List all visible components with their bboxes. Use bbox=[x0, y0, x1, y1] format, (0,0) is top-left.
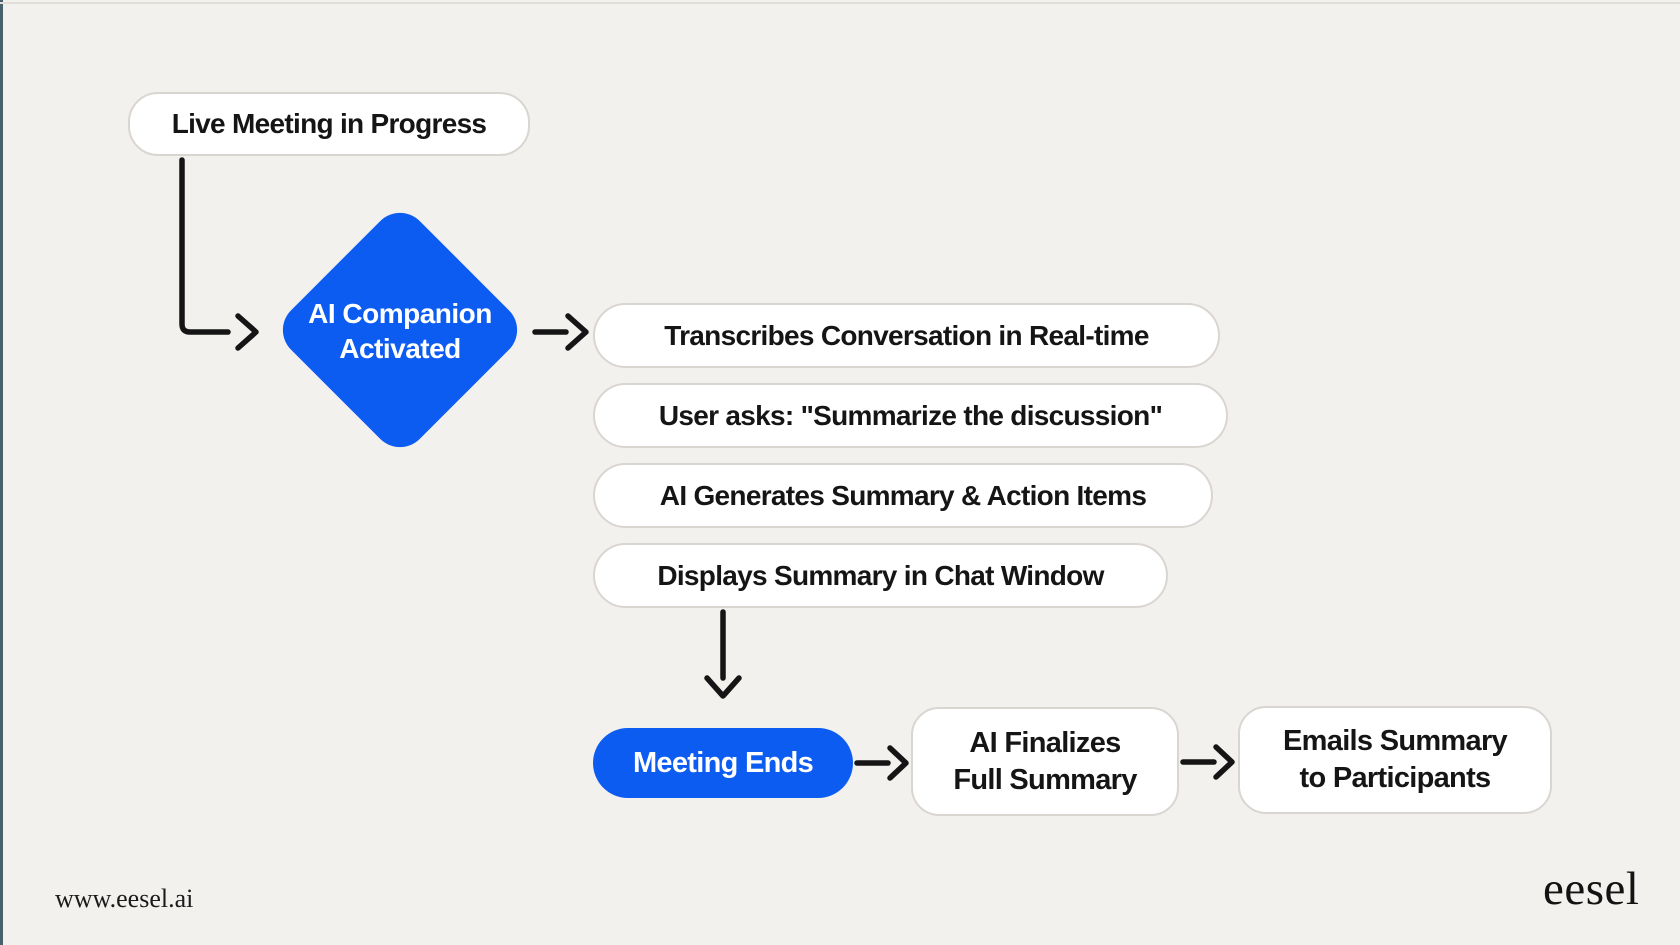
node-displays-summary: Displays Summary in Chat Window bbox=[593, 543, 1168, 608]
arrowhead-displays-to-meeting-ends bbox=[704, 675, 742, 699]
node-live-meeting: Live Meeting in Progress bbox=[128, 92, 530, 156]
arrowhead-finalizes-to-emails bbox=[1213, 744, 1235, 780]
decision-ai-companion-line2: Activated bbox=[339, 333, 461, 364]
decision-ai-companion-line1: AI Companion bbox=[308, 298, 492, 329]
node-emails-summary-line1: Emails Summary bbox=[1283, 725, 1508, 757]
arrow-live-to-companion bbox=[179, 157, 231, 335]
node-transcribes: Transcribes Conversation in Real-time bbox=[593, 303, 1220, 368]
node-ai-finalizes: AI Finalizes Full Summary bbox=[911, 707, 1179, 816]
left-edge-divider bbox=[0, 0, 3, 945]
node-live-meeting-label: Live Meeting in Progress bbox=[171, 108, 487, 139]
decision-ai-companion-label: AI Companion Activated bbox=[283, 296, 517, 366]
arrowhead-live-to-companion bbox=[235, 313, 259, 351]
node-emails-summary-line2: to Participants bbox=[1299, 762, 1492, 794]
brand-logo: eesel bbox=[1543, 863, 1640, 915]
node-emails-summary: Emails Summary to Participants bbox=[1238, 706, 1552, 814]
node-user-asks: User asks: "Summarize the discussion" bbox=[593, 383, 1228, 448]
node-ai-finalizes-line2: Full Summary bbox=[953, 763, 1137, 796]
node-ai-generates-label: AI Generates Summary & Action Items bbox=[659, 479, 1147, 511]
footer-website-url: www.eesel.ai bbox=[55, 884, 194, 913]
node-meeting-ends: Meeting Ends bbox=[593, 728, 853, 798]
node-ai-finalizes-line1: AI Finalizes bbox=[969, 726, 1121, 759]
arrowhead-companion-to-transcribes bbox=[565, 313, 589, 351]
node-user-asks-label: User asks: "Summarize the discussion" bbox=[658, 399, 1163, 431]
node-meeting-ends-label: Meeting Ends bbox=[632, 746, 814, 779]
arrowhead-meeting-ends-to-finalizes bbox=[887, 745, 909, 781]
node-displays-summary-label: Displays Summary in Chat Window bbox=[657, 559, 1104, 591]
top-edge-divider bbox=[0, 2, 1680, 4]
node-transcribes-label: Transcribes Conversation in Real-time bbox=[664, 319, 1149, 351]
node-ai-generates: AI Generates Summary & Action Items bbox=[593, 463, 1213, 528]
